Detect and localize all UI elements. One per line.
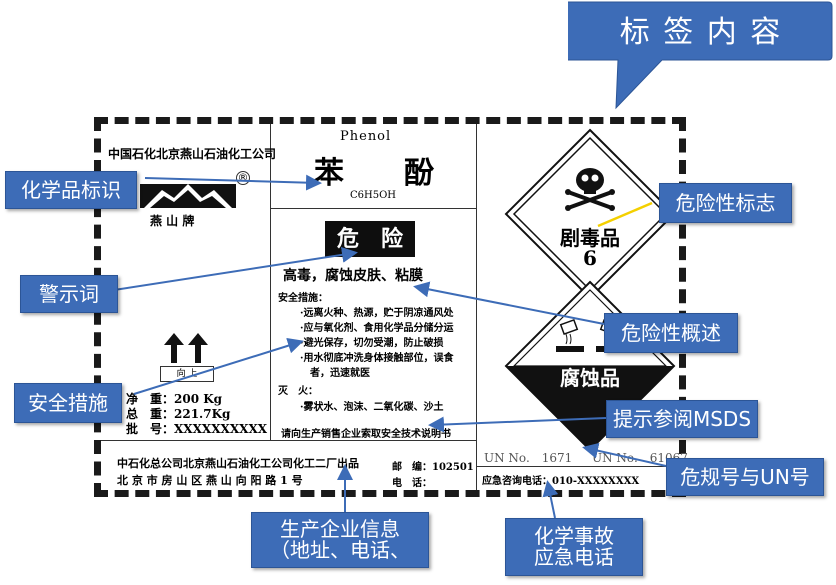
- signal-word-box: [325, 221, 415, 257]
- mountain-logo-icon: [140, 184, 236, 208]
- callout-chem-id: 化学品标识: [5, 171, 137, 209]
- arrow-hazard-overview: [413, 281, 605, 325]
- phone-label: 电 话：: [392, 478, 432, 489]
- arrow-un: [582, 442, 667, 467]
- safety-item-4: ·用水彻底冲洗身体接触部位，误食: [300, 353, 454, 364]
- net-weight: 净 重：200 Kg: [126, 392, 223, 406]
- chinese-name: 苯 酚: [314, 156, 434, 191]
- safety-heading: 安全措施：: [278, 293, 328, 304]
- callout-emergency: 化学事故 应急电话: [505, 518, 643, 576]
- callout-msds: 提示参阅MSDS: [606, 400, 758, 438]
- arrow-safety: [133, 337, 304, 395]
- arrow-chem-id: [144, 174, 322, 191]
- chemical-formula: C6H5OH: [350, 190, 397, 201]
- msds-note: 请向生产销售企业索取安全技术说明书: [281, 429, 451, 440]
- safety-item-2: ·应与氧化剂、食用化学品分储分运: [300, 323, 454, 334]
- callout-producer: 生产企业信息 （地址、电话、: [251, 512, 429, 568]
- producer-address: 北 京 市 房 山 区 燕 山 向 阳 路 1 号: [117, 474, 303, 487]
- fire-item: ·雾状水、泡沫、二氧化碳、沙土: [300, 402, 444, 413]
- toxic-class: 6: [583, 246, 597, 270]
- safety-item-3: ·避光保存，切勿受潮，防止破损: [300, 338, 444, 349]
- brand-name: 燕 山 牌: [150, 214, 195, 228]
- up-label-text: 向 上: [176, 369, 198, 379]
- company-name: 中国石化北京燕山石油化工公司: [108, 147, 277, 161]
- safety-item-1: ·远离火种、热源，贮于阴凉通风处: [300, 308, 454, 319]
- un-number: UN No. 1671: [484, 451, 573, 465]
- postcode: 邮 编：102501: [392, 462, 474, 473]
- callout-hazard-overview: 危险性概述: [604, 313, 738, 353]
- callout-hazard-symbol: 危险性标志: [659, 183, 792, 223]
- gross-weight: 总 重：221.7Kg: [126, 407, 231, 421]
- title-text: 标 签 内 容: [619, 15, 783, 50]
- skull-icon: [565, 168, 615, 211]
- arrow-msds: [428, 416, 607, 433]
- arrow-emergency: [542, 480, 559, 519]
- fire-heading: 灭 火：: [278, 386, 318, 397]
- arrow-signal-word: [113, 246, 358, 291]
- corrosive-label: 腐蚀品: [560, 366, 620, 390]
- divider-right: [476, 124, 477, 490]
- callout-emergency-line1: 化学事故: [534, 524, 614, 548]
- registered-mark: ®: [236, 171, 250, 185]
- this-side-up-icon: [164, 333, 208, 363]
- callout-producer-line1: 生产企业信息: [280, 517, 400, 541]
- toxic-label: 剧毒品: [560, 226, 620, 250]
- callout-emergency-line2: 应急电话: [534, 545, 614, 569]
- callout-producer-line2: （地址、电话、: [270, 538, 410, 562]
- batch-number: 批 号：XXXXXXXXXX: [126, 422, 268, 436]
- title-callout-box: [568, 1, 833, 110]
- safety-item-5: 者，迅速就医: [300, 368, 370, 379]
- divider-bottom: [101, 440, 476, 441]
- up-label: 向 上: [160, 366, 214, 382]
- callout-signal-word: 警示词: [20, 275, 118, 313]
- toxic-diamond-icon: [504, 128, 676, 300]
- divider-formula: [271, 208, 476, 209]
- emergency-phone: 应急咨询电话：010-XXXXXXXX: [482, 476, 640, 487]
- callout-un: 危规号与UN号: [666, 458, 824, 496]
- producer-name: 中石化总公司北京燕山石油化工公司化工二厂出品: [117, 457, 359, 470]
- divider-left: [270, 124, 271, 440]
- callout-safety: 安全措施: [14, 383, 122, 423]
- english-name: Phenol: [340, 129, 392, 144]
- divider-un: [476, 466, 679, 467]
- hazard-summary: 高毒，腐蚀皮肤、粘膜: [283, 268, 423, 284]
- arrow-hazard-symbol: [597, 201, 653, 228]
